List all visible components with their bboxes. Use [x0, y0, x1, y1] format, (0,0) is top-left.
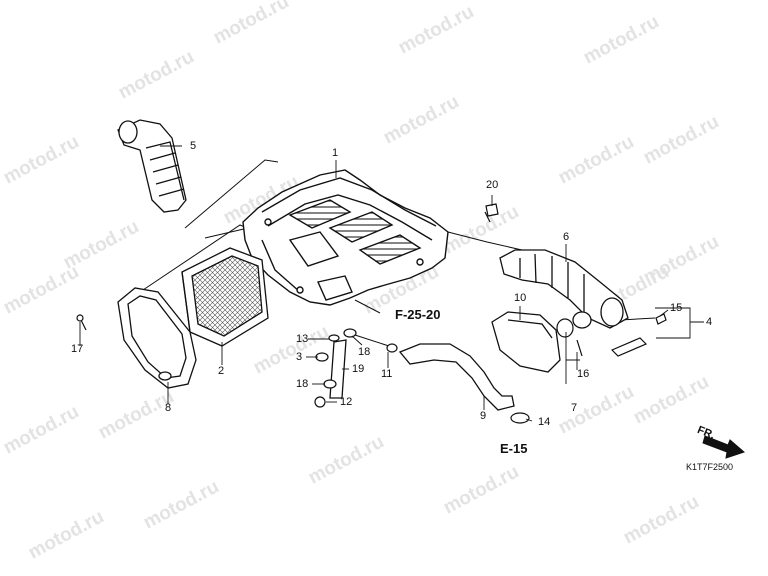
resonator-part [491, 311, 561, 373]
callout-16: 16 [577, 368, 590, 380]
callout-2: 2 [218, 365, 225, 377]
callout-19: 19 [352, 363, 365, 375]
callout-8: 8 [165, 402, 172, 414]
reference-f: F-25-20 [395, 307, 441, 322]
callout-13: 13 [296, 333, 309, 345]
clip-18-upper [343, 328, 357, 338]
callout-20: 20 [486, 179, 499, 191]
callout-18a: 18 [358, 346, 371, 358]
callout-1: 1 [332, 147, 339, 159]
front-direction-arrow [702, 435, 745, 459]
callout-10: 10 [514, 292, 527, 304]
clip-18-lower [323, 379, 337, 389]
clip-13 [328, 334, 340, 342]
clip-14 [510, 412, 530, 424]
callout-7: 7 [571, 402, 578, 414]
callout-leaders [79, 145, 704, 422]
air-filter-element-part [181, 247, 269, 347]
callout-12: 12 [340, 396, 353, 408]
clip-12 [314, 396, 326, 408]
clip-11 [386, 343, 398, 353]
intake-duct-part [117, 119, 187, 213]
air-cleaner-housing-part [242, 169, 449, 306]
callout-4: 4 [706, 316, 713, 328]
drawing-code: K1T7F2500 [686, 462, 734, 472]
plate-4 [610, 337, 648, 357]
reference-e: E-15 [500, 441, 528, 456]
callout-18b: 18 [296, 378, 309, 390]
callout-6: 6 [563, 231, 570, 243]
screw-16 [576, 339, 583, 357]
callout-3: 3 [296, 351, 303, 363]
band-7 [556, 318, 574, 338]
callout-9: 9 [480, 410, 487, 422]
callout-14: 14 [538, 416, 551, 428]
callout-15: 15 [670, 302, 683, 314]
small-fasteners [76, 203, 667, 424]
drain-hose-part [398, 343, 515, 411]
callout-17: 17 [71, 343, 84, 355]
callout-11: 11 [381, 368, 393, 380]
callout-5: 5 [190, 140, 197, 152]
bolt-20 [485, 203, 499, 217]
connecting-tube-part [499, 249, 629, 329]
air-cleaner-cover-part [117, 287, 197, 389]
